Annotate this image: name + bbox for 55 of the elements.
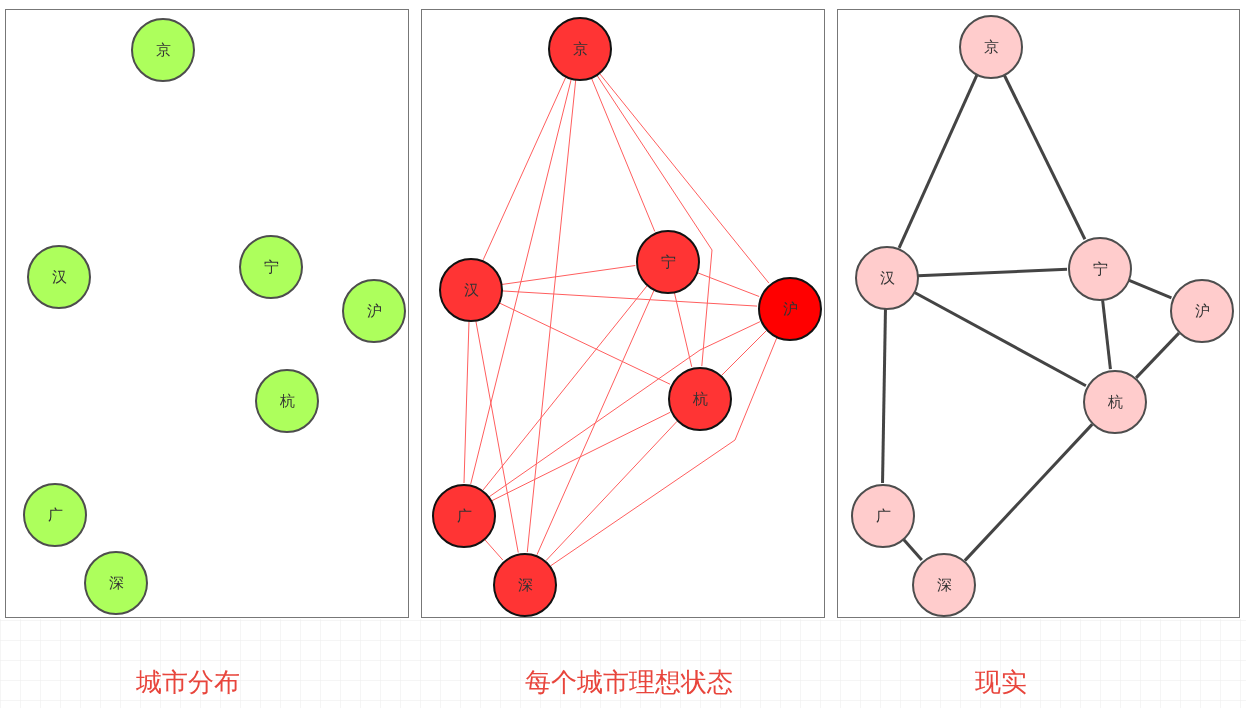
connection-line [881,308,887,484]
city-circle: 汉 [439,258,503,322]
city-circle: 京 [131,18,195,82]
connection-line [917,267,1068,278]
city-circle: 沪 [1170,279,1234,343]
connection-line [501,290,758,307]
city-circle: 杭 [255,369,319,433]
connection-line [590,77,656,232]
connection-line [897,74,979,249]
panel-caption: 现实 [975,667,1027,699]
connection-line [501,265,636,285]
city-circle: 京 [959,15,1023,79]
connection-line [498,302,671,385]
connection-line [1101,299,1112,370]
city-circle: 宁 [636,230,700,294]
connection-line [598,72,770,284]
city-circle: 沪 [342,279,406,343]
city-circle: 杭 [668,367,732,431]
connection-line [913,290,1087,388]
city-circle: 广 [23,483,87,547]
city-circle: 宁 [239,235,303,299]
city-circle: 沪 [758,277,822,341]
connection-line [483,538,504,561]
connection-line [596,74,713,367]
connection-line [696,272,760,297]
connection-line [673,291,693,368]
connection-line [475,320,519,553]
connection-line [482,285,648,491]
city-circle: 汉 [855,246,919,310]
connection-line [488,321,761,498]
connection-line [549,337,778,567]
connection-line [545,420,678,562]
connection-line [1002,74,1087,240]
panel-caption: 城市分布 [136,667,240,699]
connection-line [1135,332,1180,379]
city-circle: 宁 [1068,237,1132,301]
city-circle: 深 [912,553,976,617]
connection-line [491,411,671,502]
connection-line [463,320,470,484]
city-circle: 深 [84,551,148,615]
connection-line [482,76,567,261]
connection-line [526,79,577,553]
connection-line [902,538,923,562]
city-circle: 汉 [27,245,91,309]
connection-line [721,330,767,376]
city-circle: 广 [851,484,915,548]
city-circle: 京 [548,17,612,81]
city-circle: 深 [493,553,557,617]
connection-line [470,78,572,485]
city-circle: 杭 [1083,370,1147,434]
city-circle: 广 [432,484,496,548]
connection-line [963,423,1094,562]
connection-line [1128,278,1172,300]
panel-caption: 每个城市理想状态 [525,667,733,699]
connection-line [536,289,655,556]
